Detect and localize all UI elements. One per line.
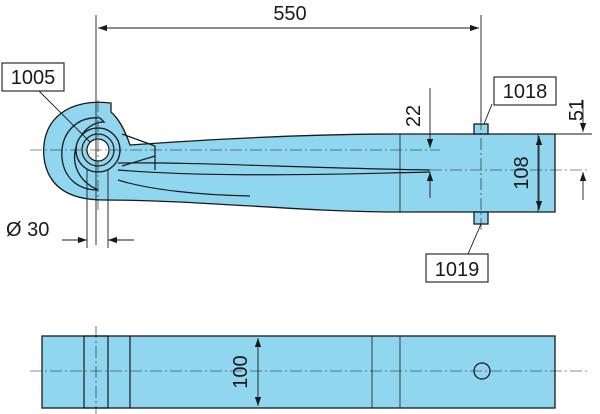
spring-leaf-body [43,101,556,213]
ref-eye-bush-label: 1005 [11,67,56,89]
dimension-end-offset: 51 [555,99,592,200]
dimension-thickness-offset: 22 [403,88,434,198]
top-view-body [41,335,556,409]
leaf-separation-line-lower [117,169,431,176]
dimension-width: 100 [230,338,262,406]
ref-eye-bush: 1005 [1,62,91,143]
dimension-length: 550 [95,3,482,245]
dimension-end-height-label: 108 [511,156,533,189]
eye-bush-bracket-top [121,133,156,147]
ref-upper-bolt-label: 1018 [503,81,548,103]
ref-upper-bolt: 1018 [483,76,557,125]
dimension-thickness-offset-label: 22 [403,105,425,127]
ref-lower-bolt-label: 1019 [435,259,480,281]
dimension-length-label: 550 [273,3,306,25]
dimension-end-height: 108 [511,136,543,210]
top-view [30,326,590,414]
eye-bush-bracket-bottom [121,155,156,167]
dimension-eye-diameter: Ø 30 [6,170,134,248]
leaf-separation-line-upper [117,162,431,171]
side-view [30,100,590,232]
second-leaf-tip [117,179,251,197]
dimension-eye-diameter-label: Ø 30 [6,219,49,241]
ref-lower-bolt: 1019 [425,223,489,283]
dimension-end-offset-label: 51 [566,99,588,121]
dimension-width-label: 100 [230,355,252,388]
